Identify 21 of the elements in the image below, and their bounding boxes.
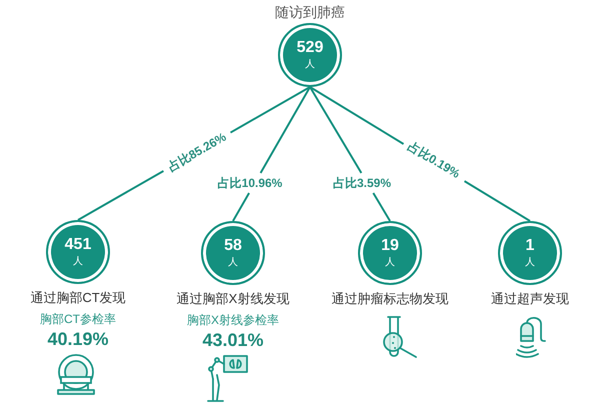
unit-label: 人 (385, 257, 395, 269)
count-number: 19 (381, 237, 399, 255)
unit-label: 人 (73, 256, 83, 268)
node-label: 通过胸部CT发现 (30, 290, 126, 306)
unit-label: 人 (525, 257, 535, 269)
count-number: 58 (224, 237, 242, 255)
count-number: 1 (526, 237, 534, 255)
count-number: 451 (64, 236, 92, 254)
connector-line (232, 86, 311, 222)
count-number: 529 (296, 39, 324, 57)
connector-line (309, 86, 391, 222)
unit-label: 人 (228, 257, 238, 269)
node-label: 通过胸部X射线发现 (176, 291, 290, 307)
heading: 随访到肺癌 (275, 4, 345, 21)
unit-label: 人 (305, 59, 315, 71)
rate-label: 胸部X射线参检率 (186, 313, 279, 327)
node-label: 通过肿瘤标志物发现 (332, 291, 448, 307)
rate-value: 43.01% (202, 330, 264, 350)
rate-label: 胸部CT参检率 (40, 312, 116, 326)
node-label: 通过超声发现 (491, 291, 569, 307)
rate-value: 40.19% (47, 329, 109, 349)
